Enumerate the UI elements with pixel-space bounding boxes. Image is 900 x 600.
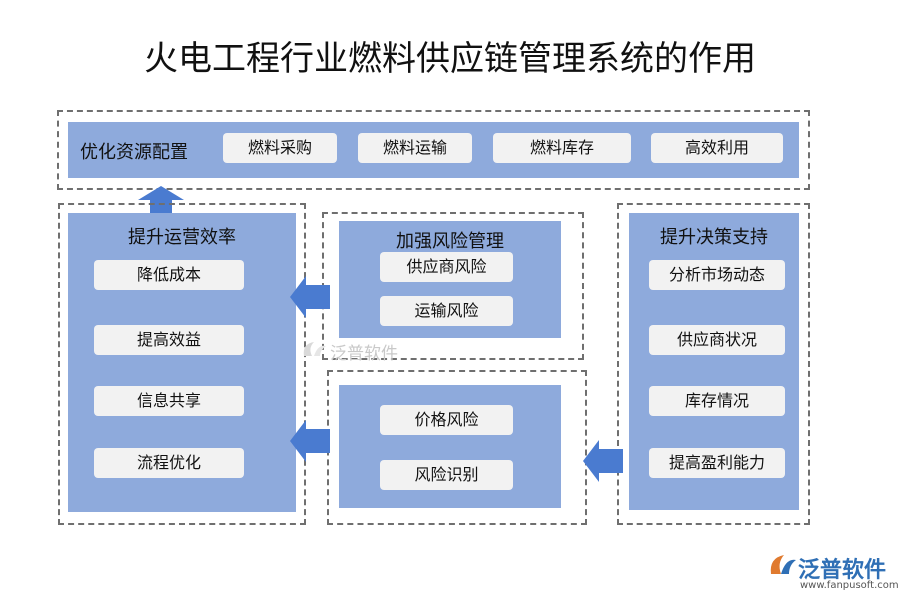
top-panel-label: 优化资源配置: [80, 142, 188, 163]
left-arrow-icon-right: [583, 440, 623, 482]
top-item-4: 高效利用: [651, 133, 783, 163]
diagram-title: 火电工程行业燃料供应链管理系统的作用: [144, 39, 756, 79]
brand-logo-icon: [770, 555, 796, 574]
left-panel: 提升运营效率 降低成本 提高效益 信息共享 流程优化: [68, 213, 296, 512]
top-dashed-frame: [57, 110, 810, 190]
top-item-1: 燃料采购: [223, 133, 337, 163]
right-item-3: 库存情况: [649, 386, 785, 416]
left-arrow-icon-bottom: [290, 420, 330, 462]
up-arrow-icon: [138, 186, 184, 214]
middle-bottom-panel: 价格风险 风险识别: [339, 385, 561, 508]
right-item-4: 提高盈利能力: [649, 448, 785, 478]
watermark-text: 泛普软件: [330, 344, 398, 364]
watermark-logo-icon: [303, 342, 326, 356]
left-arrow-icon-top: [290, 276, 330, 318]
right-item-2: 供应商状况: [649, 325, 785, 355]
left-item-1: 降低成本: [94, 260, 244, 290]
middle-top-item-1: 供应商风险: [380, 252, 513, 282]
middle-bottom-item-2: 风险识别: [380, 460, 513, 490]
top-panel: 优化资源配置 燃料采购 燃料运输 燃料库存 高效利用: [68, 122, 799, 178]
left-item-4: 流程优化: [94, 448, 244, 478]
right-item-1: 分析市场动态: [649, 260, 785, 290]
top-item-2: 燃料运输: [358, 133, 472, 163]
middle-bottom-item-1: 价格风险: [380, 405, 513, 435]
top-item-3: 燃料库存: [493, 133, 631, 163]
left-item-3: 信息共享: [94, 386, 244, 416]
left-dashed-frame: [58, 203, 306, 525]
left-item-2: 提高效益: [94, 325, 244, 355]
brand-logo-url: www.fanpusoft.com: [800, 580, 899, 591]
right-panel: 提升决策支持 分析市场动态 供应商状况 库存情况 提高盈利能力: [629, 213, 799, 510]
left-panel-title: 提升运营效率: [128, 227, 236, 248]
middle-top-panel-title: 加强风险管理: [396, 231, 504, 252]
brand-logo-text: 泛普软件: [798, 558, 887, 583]
right-dashed-frame: [617, 203, 810, 525]
middle-top-panel: 加强风险管理 供应商风险 运输风险: [339, 221, 561, 338]
middle-top-item-2: 运输风险: [380, 296, 513, 326]
right-panel-title: 提升决策支持: [660, 227, 768, 248]
